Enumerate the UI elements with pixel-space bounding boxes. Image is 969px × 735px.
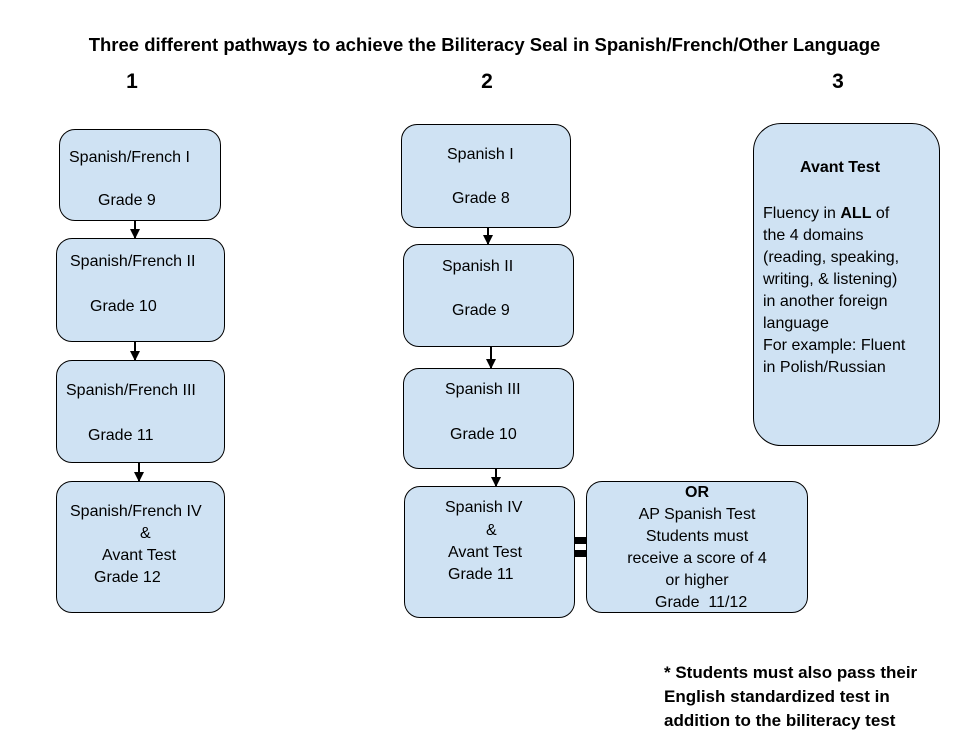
footnote-line: addition to the biliteracy test xyxy=(664,711,896,730)
or-label: OR xyxy=(685,484,709,501)
pathway-2-step-1: Spanish I Grade 8 xyxy=(401,124,571,228)
grade-label: Grade 11 xyxy=(88,427,154,444)
avant-line: writing, & listening) xyxy=(763,271,898,288)
avant-line: in Polish/Russian xyxy=(763,359,886,376)
course-label: Spanish II xyxy=(442,258,514,275)
fluency-all: ALL xyxy=(840,205,872,222)
fluency-prefix: Fluency in xyxy=(763,205,841,222)
pathway-1-number: 1 xyxy=(126,70,138,93)
avant-line: For example: Fluent xyxy=(763,337,906,354)
course-label: Spanish/French IV xyxy=(70,503,202,520)
pathway-2-step-2: Spanish II Grade 9 xyxy=(403,244,574,347)
grade-label: Grade 8 xyxy=(452,190,510,207)
equals-sign-bottom xyxy=(565,550,602,557)
extra-label: Avant Test xyxy=(102,547,177,564)
pathway-1-step-4: Spanish/French IV & Avant Test Grade 12 xyxy=(56,481,225,613)
avant-line: the 4 domains xyxy=(763,227,864,244)
grade-label: Grade 10 xyxy=(90,298,157,315)
course-label: Spanish/French III xyxy=(66,382,196,399)
pathway-2-step-3: Spanish III Grade 10 xyxy=(403,368,574,469)
grade-label: Grade 10 xyxy=(450,426,517,443)
fluency-line: Fluency in ALL of xyxy=(763,204,889,223)
ampersand: & xyxy=(486,522,497,539)
pathway-1-step-1: Spanish/French I Grade 9 xyxy=(59,129,221,221)
avant-heading: Avant Test xyxy=(800,159,881,176)
pathway-3-number: 3 xyxy=(832,70,844,93)
extra-label: Avant Test xyxy=(448,544,523,561)
alt-line: Students must xyxy=(645,528,749,545)
diagram-title: Three different pathways to achieve the … xyxy=(88,34,881,55)
pathway-2-alternative: OR AP Spanish Test Students must receive… xyxy=(586,481,808,613)
pathway-2-number: 2 xyxy=(481,70,493,93)
grade-label: Grade 11/12 xyxy=(655,594,748,611)
footnote-line: * Students must also pass their xyxy=(664,663,918,682)
alt-line: or higher xyxy=(665,572,729,589)
course-label: Spanish IV xyxy=(445,499,523,516)
grade-label: Grade 9 xyxy=(452,302,510,319)
course-label: Spanish/French II xyxy=(70,253,196,270)
avant-line: (reading, speaking, xyxy=(763,249,900,266)
grade-label: Grade 9 xyxy=(98,192,156,209)
alt-line: receive a score of 4 xyxy=(627,550,767,567)
course-label: Spanish/French I xyxy=(69,149,190,166)
footnote-line: English standardized test in xyxy=(664,687,890,706)
grade-label: Grade 11 xyxy=(448,566,514,583)
footnote: * Students must also pass their English … xyxy=(664,661,917,733)
grade-label: Grade 12 xyxy=(94,569,161,586)
avant-line: in another foreign xyxy=(763,293,888,310)
fluency-suffix: of xyxy=(871,205,890,222)
avant-line: language xyxy=(763,315,829,332)
pathway-2-step-4: Spanish IV & Avant Test Grade 11 xyxy=(404,486,575,618)
pathway-1-step-2: Spanish/French II Grade 10 xyxy=(56,238,225,342)
ampersand: & xyxy=(140,525,151,542)
alt-line: AP Spanish Test xyxy=(638,506,756,523)
pathway-1-step-3: Spanish/French III Grade 11 xyxy=(56,360,225,463)
pathway-3-avant-box: Avant Test Fluency in ALL of the 4 domai… xyxy=(753,123,940,446)
course-label: Spanish III xyxy=(445,381,521,398)
equals-sign-top xyxy=(565,537,602,544)
course-label: Spanish I xyxy=(447,146,514,163)
